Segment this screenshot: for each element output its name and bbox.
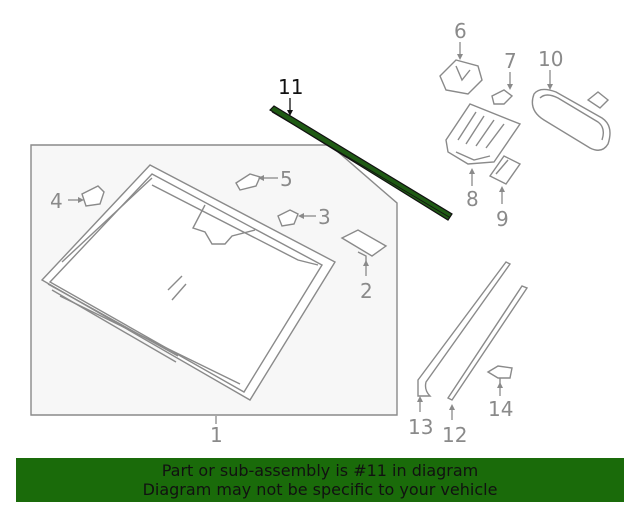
part-4-clip[interactable] [81, 185, 105, 207]
callout-13: 13 [408, 415, 433, 439]
callout-8: 8 [466, 187, 479, 211]
windshield-glass[interactable] [40, 164, 336, 401]
callout-9: 9 [496, 207, 509, 231]
part-13-strip[interactable] [417, 261, 512, 397]
part-8-console[interactable] [445, 103, 522, 165]
callout-1: 1 [210, 423, 223, 447]
part-7-clip[interactable] [491, 89, 514, 105]
callout-2: 2 [360, 279, 373, 303]
callout-11: 11 [278, 75, 303, 99]
callout-6: 6 [454, 19, 467, 43]
part-12-strip[interactable] [446, 285, 529, 401]
part-14-clip[interactable] [486, 365, 513, 384]
part-11-molding[interactable] [269, 105, 453, 221]
callout-4: 4 [50, 189, 63, 213]
part-3-clip[interactable] [277, 209, 299, 227]
part-9-bracket[interactable] [488, 155, 522, 185]
parts-diagram: 1 2 3 4 5 6 7 8 9 10 11 12 13 14 [30, 19, 611, 447]
banner-line-1: Part or sub-assembly is #11 in diagram [161, 461, 479, 480]
banner-line-2: Diagram may not be specific to your vehi… [142, 480, 498, 499]
callout-3: 3 [318, 205, 331, 229]
part-5-clip[interactable] [235, 173, 261, 191]
part-10-mirror[interactable] [531, 88, 611, 151]
callout-7: 7 [504, 49, 517, 73]
callout-12: 12 [442, 423, 467, 447]
part-6-cover[interactable] [439, 59, 483, 95]
callout-14: 14 [488, 397, 513, 421]
info-banner: Part or sub-assembly is #11 in diagram D… [16, 458, 624, 502]
callout-5: 5 [280, 167, 293, 191]
callout-10: 10 [538, 47, 563, 71]
